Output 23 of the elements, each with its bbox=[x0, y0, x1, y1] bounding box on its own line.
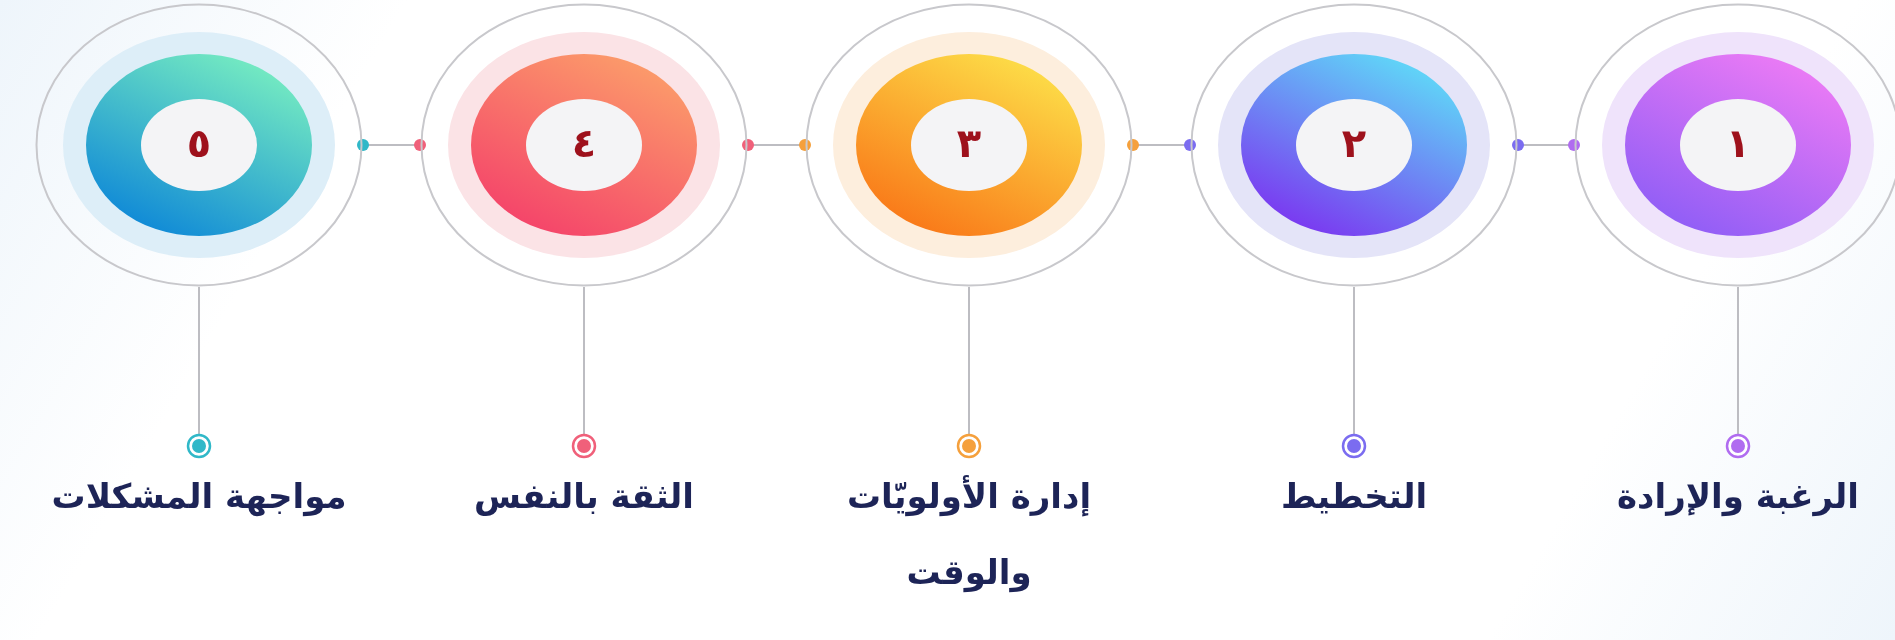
step-number: ١ bbox=[1725, 123, 1751, 163]
leader-line bbox=[1725, 286, 1751, 459]
step-number: ٤ bbox=[571, 123, 597, 163]
step-number: ٢ bbox=[1341, 123, 1367, 163]
step-number: ٥ bbox=[186, 123, 212, 163]
leader-line bbox=[571, 286, 597, 459]
connector-line bbox=[357, 139, 426, 151]
step-circle bbox=[420, 3, 748, 287]
step-title: مواجهة المشكلات bbox=[34, 458, 364, 534]
connector-line bbox=[742, 139, 811, 151]
step-title: الرغبة والإرادة bbox=[1588, 458, 1888, 534]
connector-line bbox=[1512, 139, 1580, 151]
step-title: إدارة الأولويّات والوقت bbox=[809, 458, 1129, 610]
step-title: الثقة بالنفس bbox=[434, 458, 734, 534]
step-circle bbox=[1190, 3, 1518, 287]
leader-line bbox=[956, 286, 982, 459]
step-circle bbox=[805, 3, 1133, 287]
leader-line bbox=[186, 286, 212, 459]
step-number: ٣ bbox=[956, 123, 982, 163]
connector-line bbox=[1127, 139, 1196, 151]
leader-line bbox=[1341, 286, 1367, 459]
step-title: التخطيط bbox=[1204, 458, 1504, 534]
step-circle bbox=[35, 3, 363, 287]
